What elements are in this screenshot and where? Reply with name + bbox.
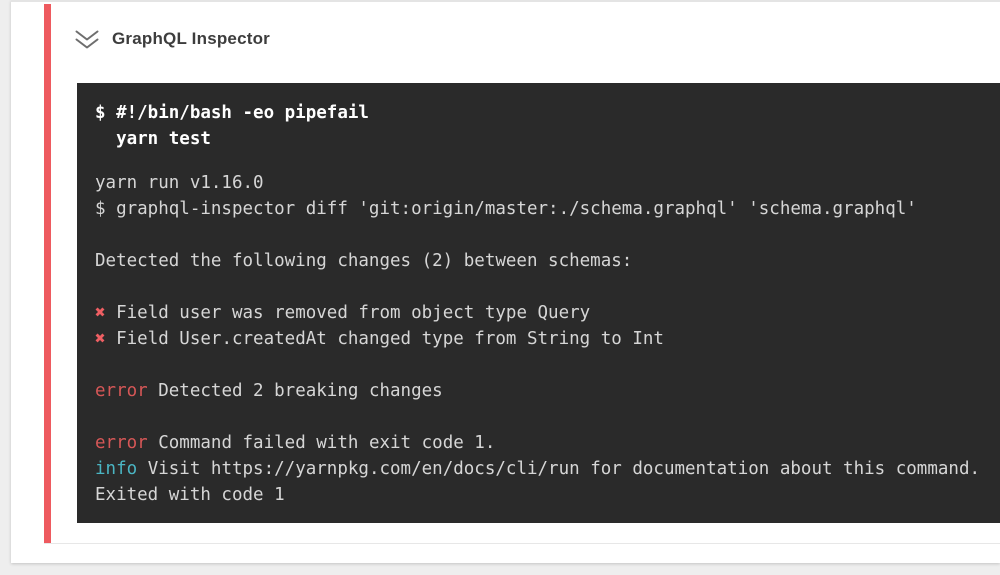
terminal-segment: error xyxy=(95,433,148,453)
terminal-blank-line xyxy=(95,152,999,170)
terminal-blank-line xyxy=(95,222,999,248)
terminal-output: $ #!/bin/bash -eo pipefail yarn test yarn… xyxy=(77,83,1000,523)
step-header[interactable]: GraphQL Inspector xyxy=(73,24,270,54)
terminal-segment: error xyxy=(95,381,148,401)
terminal-line: ✖ Field user was removed from object typ… xyxy=(95,300,999,326)
terminal-segment: Field User.createdAt changed type from S… xyxy=(105,329,664,349)
terminal-segment: yarn test xyxy=(95,129,211,149)
terminal-segment: $ graphql-inspector diff 'git:origin/mas… xyxy=(95,199,917,219)
terminal-line: $ graphql-inspector diff 'git:origin/mas… xyxy=(95,196,999,222)
terminal-blank-line xyxy=(95,404,999,430)
terminal-line: Exited with code 1 xyxy=(95,482,999,508)
terminal-segment: Detected 2 breaking changes xyxy=(147,381,443,401)
terminal-line: error Detected 2 breaking changes xyxy=(95,378,999,404)
terminal-line: yarn test xyxy=(95,126,999,152)
terminal-line: ✖ Field User.createdAt changed type from… xyxy=(95,326,999,352)
terminal-line: info Visit https://yarnpkg.com/en/docs/c… xyxy=(95,456,999,482)
terminal-segment: Field user was removed from object type … xyxy=(105,303,591,323)
terminal-line: Detected the following changes (2) betwe… xyxy=(95,248,999,274)
build-step-card: GraphQL Inspector $ #!/bin/bash -eo pipe… xyxy=(11,0,1000,563)
step-title: GraphQL Inspector xyxy=(112,29,271,48)
terminal-segment: ✖ xyxy=(95,329,106,349)
terminal-segment: Command failed with exit code 1. xyxy=(147,433,496,453)
terminal-segment: info xyxy=(95,459,138,479)
terminal-segment: Detected the following changes (2) betwe… xyxy=(95,251,633,271)
terminal-line: $ #!/bin/bash -eo pipefail xyxy=(95,100,999,126)
terminal-segment: ✖ xyxy=(95,303,106,323)
failed-step-indicator xyxy=(44,4,51,544)
terminal-blank-line xyxy=(95,352,999,378)
terminal-segment: Exited with code 1 xyxy=(95,485,285,505)
terminal-blank-line xyxy=(95,274,999,300)
double-chevron-down-icon[interactable] xyxy=(73,28,101,51)
section-divider xyxy=(44,543,1000,544)
terminal-segment: $ #!/bin/bash -eo pipefail xyxy=(95,103,369,123)
terminal-line: error Command failed with exit code 1. xyxy=(95,430,999,456)
terminal-segment: Visit https://yarnpkg.com/en/docs/cli/ru… xyxy=(137,459,981,479)
terminal-line: yarn run v1.16.0 xyxy=(95,170,999,196)
terminal-segment: yarn run v1.16.0 xyxy=(95,173,264,193)
